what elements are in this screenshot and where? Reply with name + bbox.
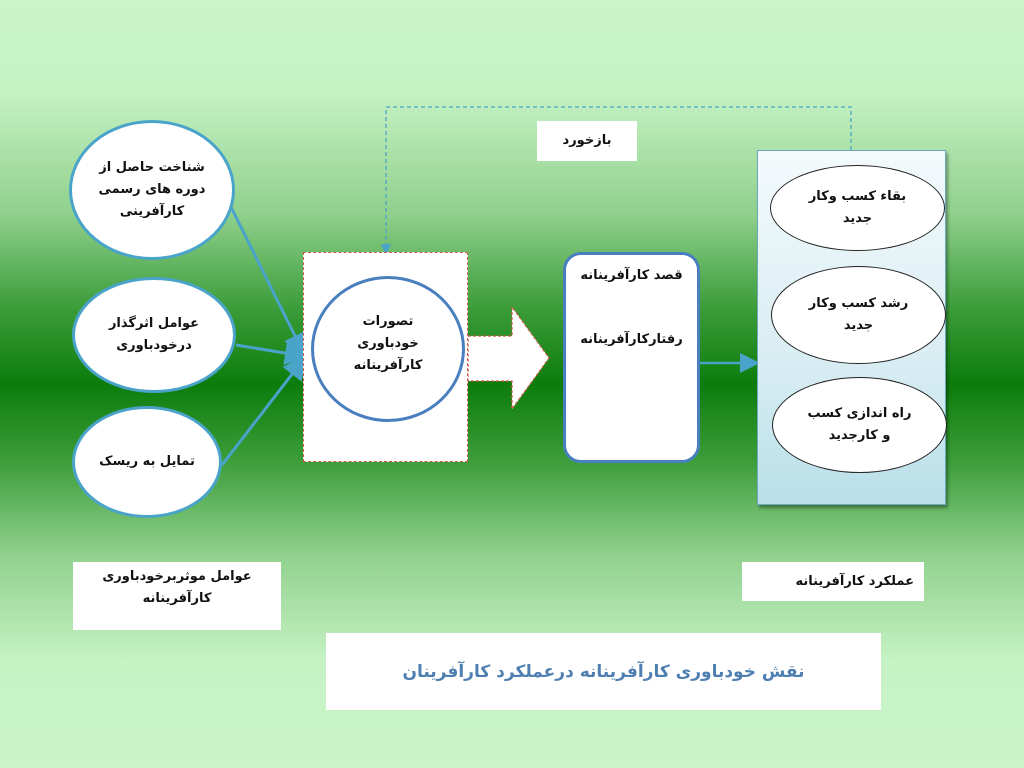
intent-label: قصد کارآفرینانه: [580, 268, 683, 283]
footer-title: نقش خودباوری کارآفرینانه درعملکرد کارآفر…: [402, 661, 805, 682]
intent-behavior-box: قصد کارآفرینانه رفتارکارآفرینانه: [563, 252, 700, 463]
feedback-dashed-line: [380, 106, 852, 255]
block-arrow: [467, 305, 550, 411]
footer-title-box: نقش خودباوری کارآفرینانه درعملکرد کارآفر…: [326, 633, 881, 710]
bottom-left-label: عوامل موثربرخودباوری کارآفرینانه: [102, 569, 252, 606]
outcome-label: راه اندازی کسب و کارجدید: [807, 406, 912, 443]
self-efficacy-circle: تصورات خودباوری کارآفرینانه: [311, 276, 465, 422]
input-arrow-2: [235, 341, 309, 365]
input-oval-training: شناخت حاصل از دوره های رسمی کارآفرینی: [69, 120, 235, 260]
outcome-label: بقاء کسب وکار جدید: [808, 189, 907, 226]
input-arrow-3: [220, 355, 307, 466]
feedback-label: بازخورد: [562, 133, 612, 148]
feedback-label-box: بازخورد: [537, 121, 637, 161]
input-arrow-1: [228, 204, 306, 358]
bottom-right-label-box: عملکرد کارآفرینانه: [742, 562, 924, 601]
input-oval-factors: عوامل اثرگذار درخودباوری: [72, 277, 236, 393]
outcome-label: رشد کسب وکار جدید: [808, 296, 909, 333]
outcome-oval-survival: بقاء کسب وکار جدید: [770, 165, 945, 251]
outcome-oval-startup: راه اندازی کسب و کارجدید: [772, 377, 947, 473]
bottom-right-label: عملکرد کارآفرینانه: [795, 573, 914, 589]
bottom-left-label-box: عوامل موثربرخودباوری کارآفرینانه: [73, 562, 281, 630]
input-oval-label: تمایل به ریسک: [99, 454, 195, 469]
input-oval-risk: تمایل به ریسک: [72, 406, 222, 518]
self-efficacy-label: تصورات خودباوری کارآفرینانه: [353, 314, 423, 373]
outcome-oval-growth: رشد کسب وکار جدید: [771, 266, 946, 364]
behavior-label: رفتارکارآفرینانه: [580, 332, 683, 347]
input-oval-label: عوامل اثرگذار درخودباوری: [108, 316, 200, 353]
input-oval-label: شناخت حاصل از دوره های رسمی کارآفرینی: [98, 160, 206, 219]
